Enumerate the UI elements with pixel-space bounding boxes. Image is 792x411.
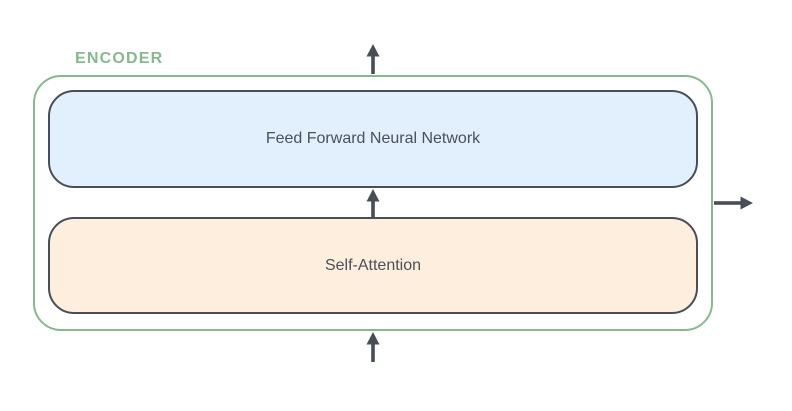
self-attention-label: Self-Attention (324, 256, 422, 274)
input-arrow-up-icon (366, 332, 380, 362)
output-arrow-up-icon (366, 44, 380, 74)
self-attention-block: Self-Attention (48, 217, 698, 314)
internal-arrow-up-icon (366, 189, 380, 217)
encoder-label: ENCODER (75, 50, 164, 67)
output-arrow-right-icon (714, 196, 753, 210)
feed-forward-label: Feed Forward Neural Network (265, 130, 481, 147)
feed-forward-block: Feed Forward Neural Network (48, 90, 698, 188)
